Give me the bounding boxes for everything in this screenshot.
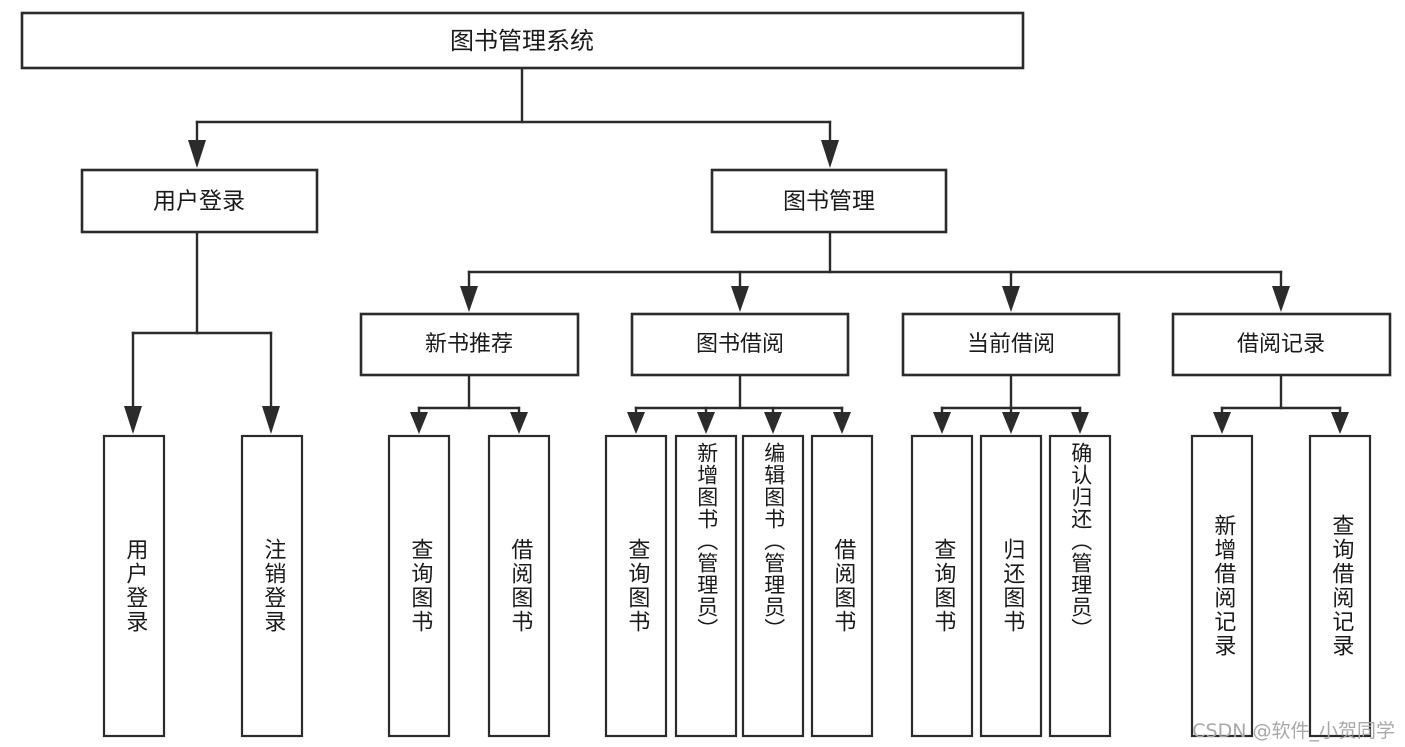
arrowhead-current [1002,286,1020,312]
label-current-borrow: 当前借阅 [967,332,1055,357]
arrowhead-newbook [460,286,478,312]
node-book-borrow[interactable] [630,312,850,377]
node-user-login[interactable] [80,168,319,234]
label-root: 图书管理系统 [450,27,594,55]
arrowhead-user-login [188,140,206,168]
node-box-group [20,11,1392,738]
label-book-manage: 图书管理 [783,189,875,215]
arrowhead-newbook-leaf1 [410,412,428,434]
label-borrow-record: 借阅记录 [1237,332,1325,357]
leaf-borrow-book-recommend[interactable] [487,434,551,738]
arrowhead-borrow-leaf2 [697,412,715,434]
arrowhead-current-leaf2 [1002,412,1020,434]
leaf-logout[interactable] [240,434,304,738]
connector-group [124,66,1349,434]
leaf-return-book[interactable] [979,434,1043,738]
arrowhead-borrow-leaf1 [627,412,645,434]
arrowhead-record-leaf1 [1213,412,1231,434]
node-borrow-record[interactable] [1171,312,1392,377]
arrowhead-leaf-user-login [124,406,142,434]
leaf-query-book-recommend[interactable] [387,434,451,738]
node-book-manage[interactable] [710,168,948,234]
leaf-edit-book-admin[interactable] [741,434,805,738]
arrowhead-book-manage [821,140,839,168]
arrowhead-leaf-logout [262,406,280,434]
leaf-query-borrow-record[interactable] [1308,434,1372,738]
arrowhead-borrow [731,286,749,312]
leaf-query-book-current[interactable] [910,434,974,738]
arrowhead-current-leaf3 [1071,412,1089,434]
arrowhead-record-leaf2 [1331,412,1349,434]
leaf-user-login[interactable] [102,434,166,738]
arrowhead-newbook-leaf2 [510,412,528,434]
arrowhead-borrow-leaf4 [833,412,851,434]
node-current-borrow[interactable] [901,312,1121,377]
arrowhead-record [1272,286,1290,312]
node-label-group: 图书管理系统 用户登录 图书管理 新书推荐 图书借阅 当前借阅 借阅记录 [153,27,1325,357]
leaf-query-book-borrow[interactable] [604,434,668,738]
node-new-book-recommend[interactable] [359,312,580,377]
label-book-borrow: 图书借阅 [696,332,784,357]
leaf-add-book-admin[interactable] [674,434,738,738]
arrowhead-current-leaf1 [933,412,951,434]
node-root[interactable] [20,11,1025,70]
label-user-login: 用户登录 [153,189,245,215]
leaf-add-borrow-record[interactable] [1190,434,1254,738]
leaf-borrow-book[interactable] [810,434,874,738]
arrowhead-borrow-leaf3 [764,412,782,434]
label-new-book-recommend: 新书推荐 [425,332,513,357]
leaf-confirm-return-admin[interactable] [1048,434,1112,738]
